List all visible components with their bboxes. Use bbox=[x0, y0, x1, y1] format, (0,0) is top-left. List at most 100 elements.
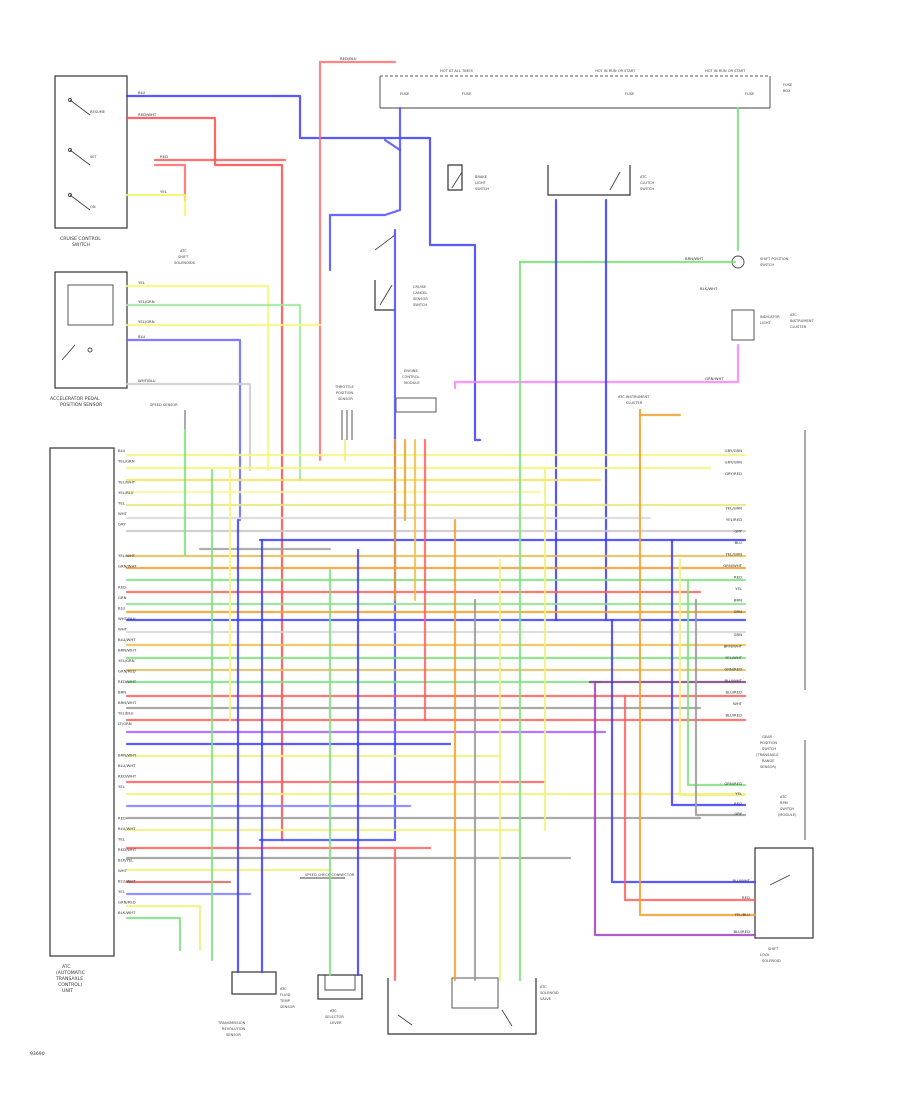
rpm-switch-label-1: ATC bbox=[780, 795, 787, 799]
atc-pin-label: LT/GRN bbox=[118, 721, 132, 726]
atc-right-pin-label: WHT bbox=[733, 701, 743, 706]
atc-selector-lever: ATC SELECTOR LEVER bbox=[317, 974, 363, 1025]
ecm-label-1: ENGINE bbox=[404, 369, 418, 373]
shift-sol-label-3: SOLENOIDS bbox=[174, 261, 196, 265]
brake-switch-label-3: SWITCH bbox=[475, 187, 489, 191]
selector-label-2: SELECTOR bbox=[325, 1015, 344, 1019]
cluster-label-2: CLUSTER bbox=[626, 401, 643, 405]
atc-right-pin-labels: GRY/GRNGRY/GRNGRY/REDYEL/GRNYEL/REDGRYBL… bbox=[723, 448, 743, 718]
gear-position-switch: GEAR POSITION SWITCH (TRANSAXLE RANGE SE… bbox=[756, 735, 797, 817]
rpm-switch-label-3: SWITCH bbox=[780, 807, 794, 811]
wire-label-brn-wht: BRN/WHT bbox=[685, 256, 704, 261]
atc-pin-label: YEL/WHT bbox=[118, 480, 136, 485]
cancel-switch-label-4: SWITCH bbox=[413, 303, 427, 307]
atc-unit-label-3: TRANSAXLE bbox=[55, 976, 83, 982]
fuse-4: FUSE bbox=[745, 92, 755, 96]
cruise-ind-label-3: CLUSTER bbox=[790, 325, 807, 329]
wire-label-yel: YEL bbox=[160, 189, 168, 194]
throttle-label-3: SENSOR bbox=[338, 397, 353, 401]
atc-right-pin-label: BLU/WHT bbox=[724, 678, 742, 683]
atc-pin-label: RED bbox=[118, 585, 126, 590]
cancel-switch-label-2: CANCEL bbox=[413, 291, 427, 295]
selector-label-3: LEVER bbox=[330, 1021, 342, 1025]
gear-switch-label-5: RANGE bbox=[762, 759, 775, 763]
atc-right-pin-label: BRN bbox=[734, 598, 742, 603]
atc-unit-label-2: (AUTOMATIC bbox=[56, 970, 85, 976]
wire-label-yel-grn-2: YEL/GRN bbox=[138, 319, 155, 324]
shift-lock-label-2: LOCK bbox=[760, 953, 770, 957]
gear-pin-label: RED bbox=[734, 801, 742, 806]
clutch-switch-label-3: SWITCH bbox=[640, 187, 654, 191]
selector-label-1: ATC bbox=[330, 1009, 337, 1013]
revolution-sensor: ATC FLUID TEMP SENSOR TRANSMISSION REVOL… bbox=[217, 971, 295, 1037]
accelerator-pedal-sensor: ACCELERATOR PEDAL POSITION SENSOR bbox=[50, 271, 128, 408]
atc-right-pin-label: YEL/GRN bbox=[725, 506, 742, 511]
wire-label-wht-blu: WHT/BLU bbox=[138, 378, 156, 383]
fuse-3: FUSE bbox=[625, 92, 635, 96]
wire-label-yel-2: YEL bbox=[138, 280, 146, 285]
atc-unit-label-1: ATC bbox=[62, 964, 71, 970]
cruise-switch-label-1: CRUISE CONTROL bbox=[60, 236, 101, 242]
valve-label-3: VALVE bbox=[540, 997, 552, 1001]
revolution-label-3: SENSOR bbox=[226, 1033, 241, 1037]
indicator-label-2: SWITCH bbox=[760, 263, 774, 267]
brake-switch-label-1: BRAKE bbox=[475, 175, 488, 179]
atc-right-pin-label: GRN bbox=[734, 632, 743, 637]
wires bbox=[125, 60, 757, 982]
atc-solenoid-valve: ATC SOLENOID VALVE bbox=[387, 977, 559, 1035]
atc-pin-label: BLU/WHT bbox=[118, 763, 136, 768]
fuse-2: FUSE bbox=[462, 92, 472, 96]
fuse-box: HOT AT ALL TIMES HOT IN RUN OR START HOT… bbox=[379, 69, 793, 109]
hot-at-all-times: HOT AT ALL TIMES bbox=[440, 69, 474, 73]
atc-pin-label: BRN/WHT bbox=[118, 648, 137, 653]
atc-pin-label: GRN/WHT bbox=[118, 564, 137, 569]
atc-pin-label: BLU bbox=[118, 448, 126, 453]
gear-switch-label-1: GEAR bbox=[762, 735, 773, 739]
shift-sol-label-2: SHIFT bbox=[178, 255, 189, 259]
hot-run-start: HOT IN RUN OR START bbox=[595, 69, 636, 73]
gear-switch-label-3: SWITCH bbox=[762, 747, 776, 751]
atc-right-pin-label: RED bbox=[734, 575, 742, 580]
atc-right-pin-label: YEL/RED bbox=[726, 517, 742, 522]
gear-pin-label: YEL bbox=[735, 791, 743, 796]
rpm-switch-label-2: RPM bbox=[780, 801, 788, 805]
atc-right-pin-label: GRY bbox=[734, 529, 742, 534]
atc-clutch-switch: ATC CLUTCH SWITCH bbox=[547, 165, 654, 196]
atc-pin-label: WHT/BLU bbox=[118, 616, 136, 621]
throttle-label-2: POSITION bbox=[336, 391, 353, 395]
valve-label-1: ATC bbox=[540, 985, 547, 989]
gear-pin-label: GRN/RED bbox=[724, 781, 742, 786]
shift-lock-pin-label: BLU/RED bbox=[733, 929, 750, 934]
atc-left-pin-labels: BLUYEL/GRNYEL/WHTYEL/BLUYELWHTGRYYEL/WHT… bbox=[118, 448, 137, 915]
atc-pin-label: BRN/WHT bbox=[118, 700, 137, 705]
atc-pin-label: WHT bbox=[118, 511, 128, 516]
atc-pin-label: YEL/BLU bbox=[118, 711, 134, 716]
wire-label-red-blu: RED/BLU bbox=[340, 56, 357, 61]
speed-check-connector: SPEED CHECK CONNECTOR bbox=[300, 873, 355, 879]
cruise-cancel-switch: CRUISE CANCEL SENSOR SWITCH bbox=[374, 234, 428, 311]
wire-labels: BLU RED/WHT RED YEL YEL YEL/GRN YEL/GRN … bbox=[138, 56, 724, 383]
indicator-label-1: SHIFT POSITION bbox=[760, 257, 789, 261]
atc-right-pin-label: YEL/WHT bbox=[725, 655, 743, 660]
rev-sensor-label-4: SENSOR bbox=[280, 1005, 295, 1009]
atc-right-pin-label: GRN/WHT bbox=[723, 563, 742, 568]
speed-sensor-label: SPEED SENSOR bbox=[150, 403, 178, 407]
atc-right-pin-label: BLU bbox=[735, 540, 743, 545]
wire-label-blu-2: BLU bbox=[138, 334, 146, 339]
shift-sol-label-1: ATC bbox=[180, 249, 187, 253]
atc-pin-label: BLU/WHT bbox=[118, 879, 136, 884]
brake-switch-label-2: LIGHT bbox=[475, 181, 487, 185]
atc-pin-label: BLU/WHT bbox=[118, 637, 136, 642]
atc-pin-label: YEL bbox=[118, 837, 126, 842]
atc-pin-label: BLU bbox=[118, 606, 126, 611]
atc-pin-label: BRN bbox=[118, 690, 126, 695]
wire-label-grn-wht: GRN/WHT bbox=[705, 376, 724, 381]
cancel-switch-label-1: CRUISE bbox=[413, 285, 427, 289]
switch-pos-resume: RESUME bbox=[90, 110, 106, 114]
figure-id: 93690 bbox=[30, 1051, 45, 1057]
atc-pin-label: BLK/YEL bbox=[118, 858, 134, 863]
shift-lock-pin-label: YEL/BLU bbox=[735, 912, 751, 917]
